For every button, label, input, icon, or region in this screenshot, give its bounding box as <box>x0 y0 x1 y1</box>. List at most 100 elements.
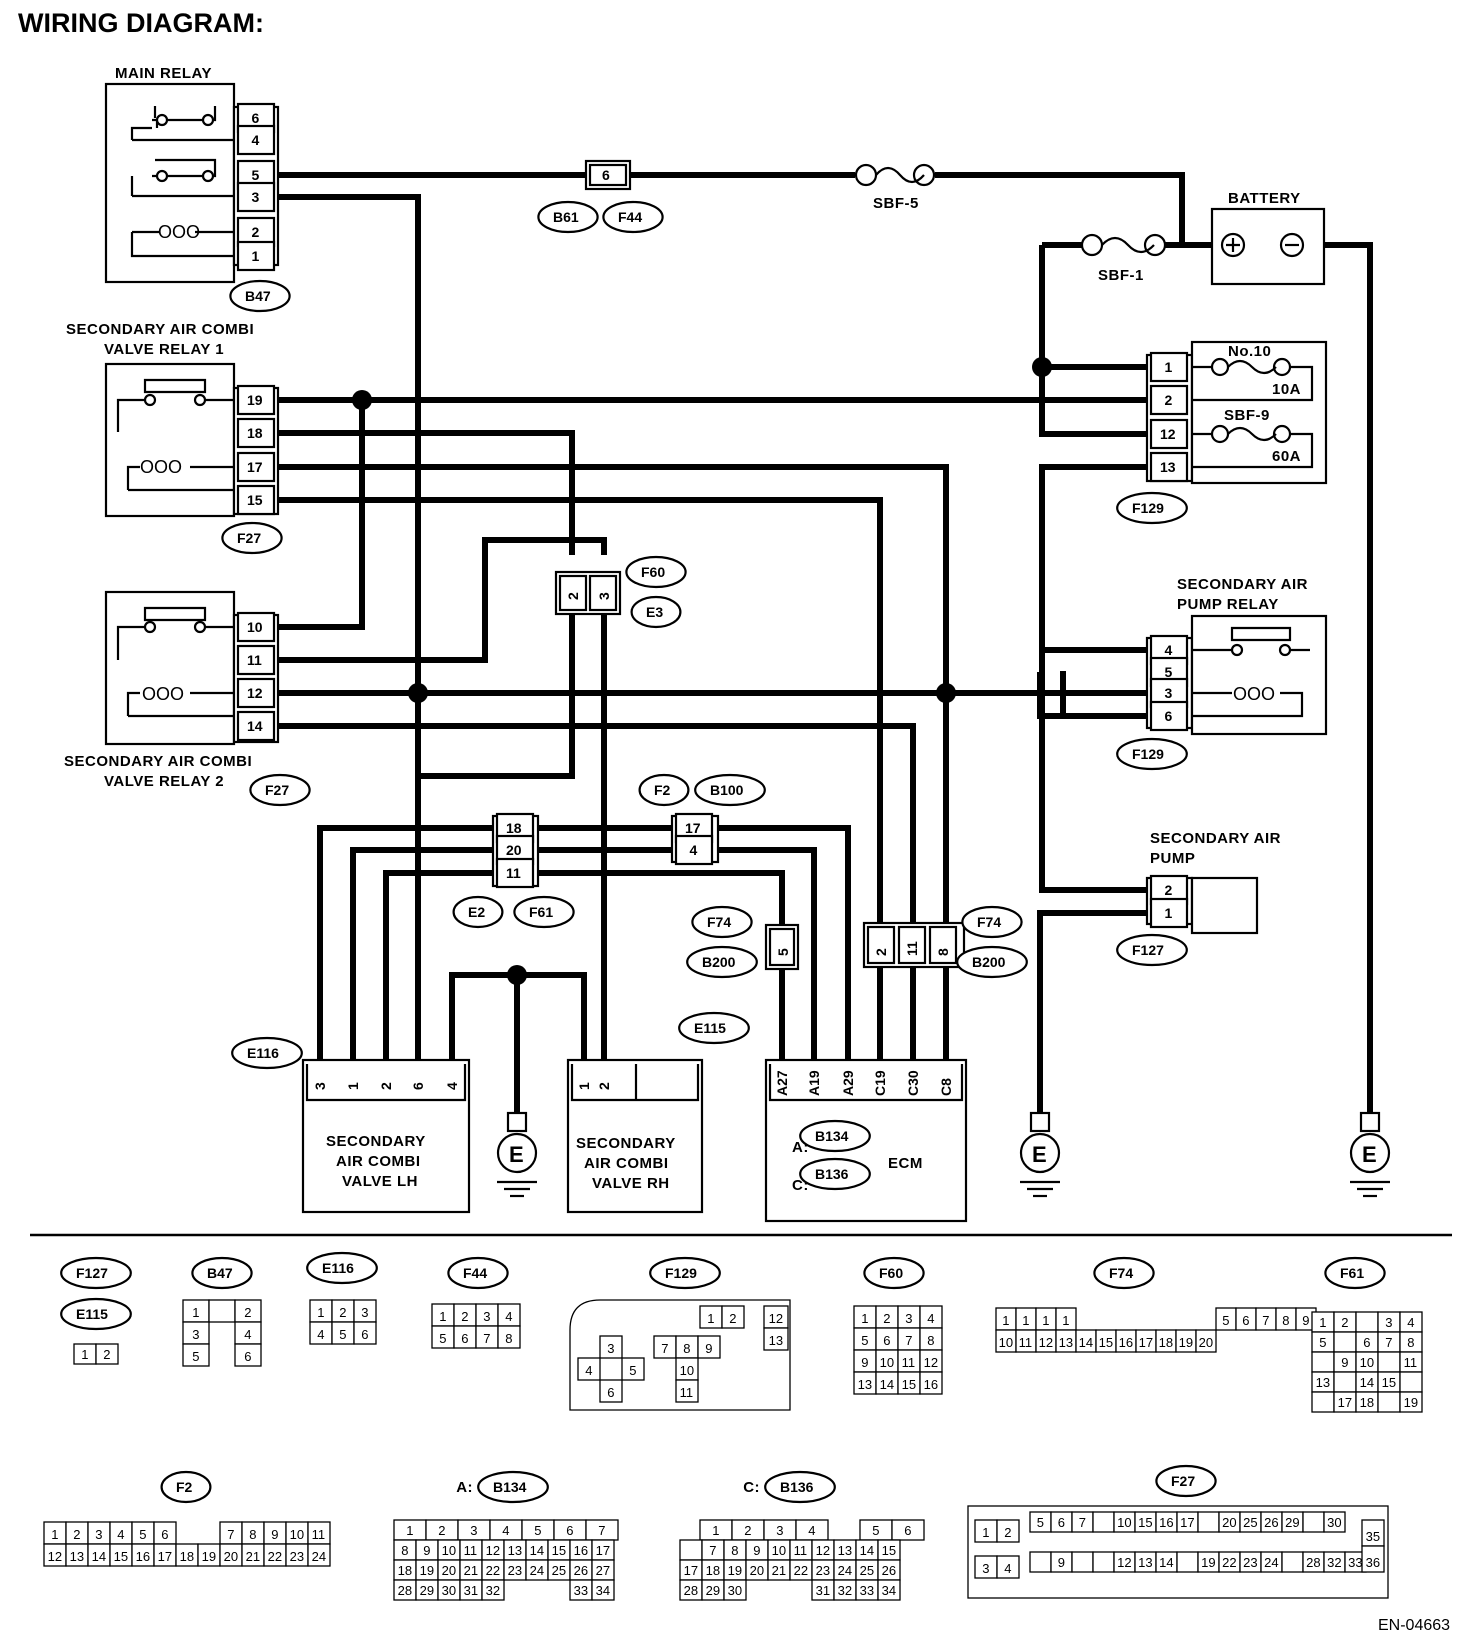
pin-number: 33 <box>1348 1555 1362 1570</box>
pin-number: 28 <box>398 1583 412 1598</box>
pin-number: 8 <box>683 1341 690 1356</box>
pin-number: 4 <box>117 1527 124 1542</box>
pin-number: 21 <box>772 1563 786 1578</box>
pin-number: 22 <box>794 1563 808 1578</box>
connector-id-oval <box>249 773 311 807</box>
wire-f129-12 <box>1039 367 1147 437</box>
connector-id-oval <box>686 945 758 979</box>
svg-text:No.10: No.10 <box>1228 343 1271 360</box>
relay1-label-2: VALVE RELAY 1 <box>104 341 224 358</box>
pin-label: 8 <box>935 948 951 956</box>
pin-label: 2 <box>873 948 889 956</box>
pin-number: 20 <box>750 1563 764 1578</box>
pin-number: 31 <box>816 1583 830 1598</box>
pin-number: 2 <box>244 1305 251 1320</box>
pin-number: 15 <box>552 1543 566 1558</box>
pin-number: 13 <box>70 1549 84 1564</box>
pin-number: 10 <box>680 1363 694 1378</box>
pin-label: 12 <box>1160 426 1176 442</box>
pin-number: 11 <box>464 1543 478 1558</box>
pin-number: 10 <box>290 1527 304 1542</box>
connector-id-label: E2 <box>468 904 485 920</box>
connector-id-oval <box>1116 933 1188 967</box>
pin-number: 9 <box>1058 1555 1065 1570</box>
pin-number: 2 <box>438 1523 445 1538</box>
pin-number: 8 <box>1407 1335 1414 1350</box>
pin-number: 18 <box>1360 1395 1374 1410</box>
connector-id-label: F60 <box>879 1265 903 1281</box>
pin-label: 1 <box>1165 359 1173 375</box>
pin-number: 24 <box>530 1563 544 1578</box>
pin-number: 2 <box>103 1347 110 1362</box>
svg-text:VALVE LH: VALVE LH <box>342 1173 418 1190</box>
connector-prefix: A: <box>456 1479 473 1496</box>
pin-number: 5 <box>1037 1515 1044 1530</box>
connector-id-oval <box>799 1157 871 1191</box>
pin-label: C30 <box>905 1070 921 1096</box>
pin-label: C8 <box>938 1078 954 1096</box>
pin-cell <box>236 451 276 483</box>
pin-number: 1 <box>1062 1313 1069 1328</box>
pin-cell <box>599 1335 623 1359</box>
pin-label: 2 <box>252 224 260 240</box>
pin-number: 31 <box>464 1583 478 1598</box>
pin-number: 17 <box>158 1549 172 1564</box>
pin-number: 4 <box>585 1363 592 1378</box>
connector-id-oval <box>863 1256 925 1290</box>
pin-number: 14 <box>1360 1375 1374 1390</box>
pin-cell <box>481 1579 505 1601</box>
pin-cell <box>1311 1391 1335 1413</box>
pin-label: 4 <box>444 1082 460 1090</box>
connector-id-oval <box>1116 737 1188 771</box>
connector-id-oval <box>630 595 682 629</box>
wire-f60-2-down <box>418 605 575 779</box>
pin-cell <box>1092 1551 1115 1573</box>
pin-number: 5 <box>861 1333 868 1348</box>
pin-number: 7 <box>1079 1515 1086 1530</box>
wire-pump-1 <box>1037 910 1147 1113</box>
main-relay-label: MAIN RELAY <box>115 65 212 82</box>
connector-id-oval <box>649 1256 721 1290</box>
pin-label: 5 <box>252 167 260 183</box>
connector-id-oval <box>691 905 753 939</box>
pin-number: 19 <box>1201 1555 1215 1570</box>
pin-cell <box>996 1555 1020 1579</box>
pin-label: 1 <box>576 1082 592 1090</box>
pin-number: 15 <box>1138 1515 1152 1530</box>
pin-number: 15 <box>882 1543 896 1558</box>
pin-number: 1 <box>707 1311 714 1326</box>
pin-label: 14 <box>247 718 263 734</box>
sbf1-fuse: SBF-1 <box>1080 233 1167 284</box>
pin-label: 2 <box>1165 392 1173 408</box>
connector-id-oval <box>625 555 687 589</box>
pin-label: 2 <box>565 592 581 600</box>
pin-cell <box>1092 1511 1115 1533</box>
pin-label: A27 <box>774 1070 790 1096</box>
connector-id-oval <box>1093 1256 1155 1290</box>
svg-text:OOO: OOO <box>140 457 182 477</box>
wire-r1-17 <box>255 464 949 925</box>
svg-text:PUMP: PUMP <box>1150 850 1195 867</box>
connector-id-label: F127 <box>1132 942 1164 958</box>
connector-id-oval <box>160 1470 212 1504</box>
connector-id-label: F127 <box>76 1265 108 1281</box>
pin-number: 15 <box>1382 1375 1396 1390</box>
pin-number: 15 <box>902 1377 916 1392</box>
pin-number: 2 <box>883 1311 890 1326</box>
pin-cell <box>495 857 535 889</box>
f74-single-connector <box>764 923 800 971</box>
connector-id-label: B47 <box>245 288 271 304</box>
svg-text:SBF-9: SBF-9 <box>1224 407 1270 424</box>
pin-number: 25 <box>860 1563 874 1578</box>
pin-cell <box>1281 1551 1304 1573</box>
connector-id-oval <box>513 895 575 929</box>
connector-id-label: F129 <box>1132 500 1164 516</box>
pin-number: 12 <box>48 1549 62 1564</box>
pin-cell <box>236 124 276 156</box>
pin-number: 18 <box>706 1563 720 1578</box>
pin-number: 5 <box>872 1523 879 1538</box>
pin-label: 2 <box>378 1082 394 1090</box>
pin-number: 1 <box>51 1527 58 1542</box>
pin-cell <box>1149 451 1189 483</box>
